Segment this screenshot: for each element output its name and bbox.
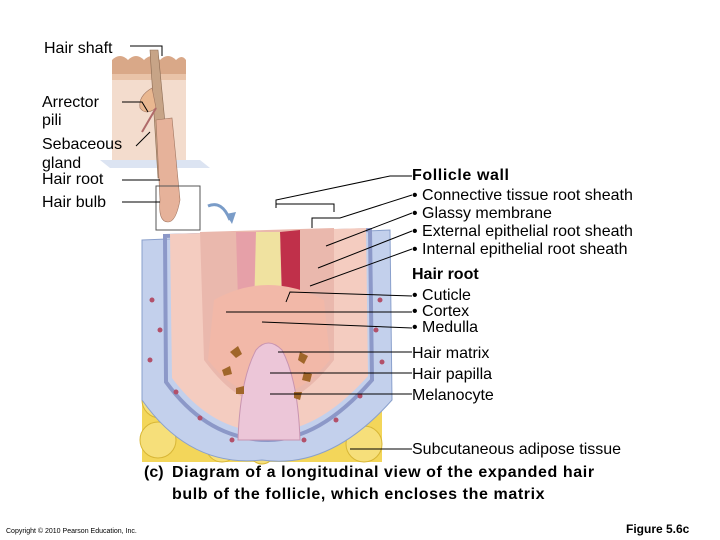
epidermis-thumb (112, 56, 186, 74)
adipose-tissue-label: Subcutaneous adipose tissue (412, 441, 622, 458)
hair-root-item: • Cuticle (412, 287, 471, 304)
follicle-wall-heading: Follicle wall (412, 167, 510, 184)
follicle-wall-item: • Internal epithelial root sheath (412, 241, 628, 258)
sebaceous-gland-label-1: Sebaceous (42, 136, 123, 153)
hair-root-item: • Cortex (412, 303, 470, 320)
caption-line-1: Diagram of a longitudinal view of the ex… (172, 464, 595, 481)
arrector-pili-label-1: Arrector (42, 94, 99, 111)
follicle-wall-item: • Glassy membrane (412, 205, 552, 222)
hair-root-heading: Hair root (412, 266, 479, 283)
hair-root-item: • Medulla (412, 319, 479, 336)
hair-matrix-label: Hair matrix (412, 345, 490, 362)
sebaceous-gland-label-2: gland (42, 155, 82, 172)
fibroblast-dots (147, 297, 385, 443)
hair-bulb-label: Hair bulb (42, 194, 107, 211)
figure-number: Figure 5.6c (626, 522, 690, 536)
hair-matrix (208, 285, 330, 396)
follicle-wall-item: • External epithelial root sheath (412, 223, 633, 240)
caption-letter: (c) (144, 464, 164, 481)
hair-papilla-label: Hair papilla (412, 366, 493, 383)
hair-root-list: • Cuticle • Cortex • Medulla (412, 288, 478, 336)
zoom-box (155, 185, 201, 231)
melanocyte-label: Melanocyte (412, 387, 494, 404)
bulb-illustration (139, 227, 393, 465)
cortex-band-right (280, 230, 300, 300)
leader-lines (122, 45, 413, 450)
follicle-wall-list: • Connective tissue root sheath • Glassy… (412, 187, 633, 259)
copyright-notice: Copyright © 2010 Pearson Education, Inc. (6, 528, 137, 535)
hair-root-label-left: Hair root (42, 171, 104, 188)
follicle-thumb (155, 117, 181, 223)
adipose-layer-thumb (100, 160, 210, 168)
sebaceous-thumb (139, 87, 157, 113)
hair-shaft-label: Hair shaft (44, 40, 113, 57)
caption-line-2: bulb of the follicle, which encloses the… (172, 486, 546, 503)
arrector-thumb (141, 107, 157, 133)
cortex-band-left (236, 232, 256, 300)
arrector-pili-label-2: pili (42, 112, 62, 129)
follicle-wall-item: • Connective tissue root sheath (412, 187, 633, 204)
skin-thumbnail (100, 49, 236, 231)
zoom-arrow (207, 203, 232, 221)
